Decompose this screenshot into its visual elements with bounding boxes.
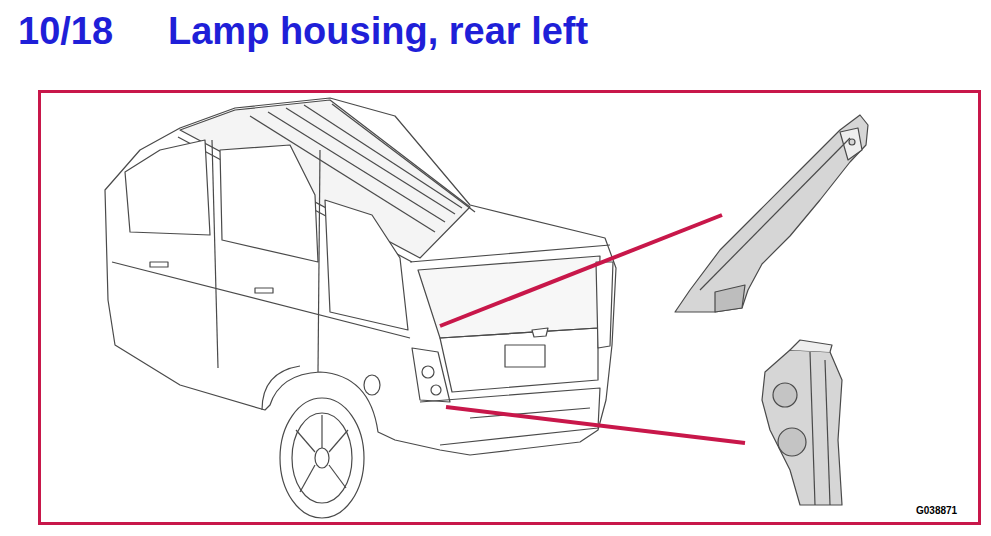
frame xyxy=(40,92,980,524)
part-drawing xyxy=(675,115,868,312)
part-drawing xyxy=(762,340,842,505)
figure-code: G038871 xyxy=(916,506,957,516)
page-title: Lamp housing, rear left xyxy=(168,12,588,50)
leader-line xyxy=(440,215,722,326)
section-number: 10/18 xyxy=(18,12,113,50)
car-drawing xyxy=(105,98,616,518)
leader-line xyxy=(446,407,745,443)
